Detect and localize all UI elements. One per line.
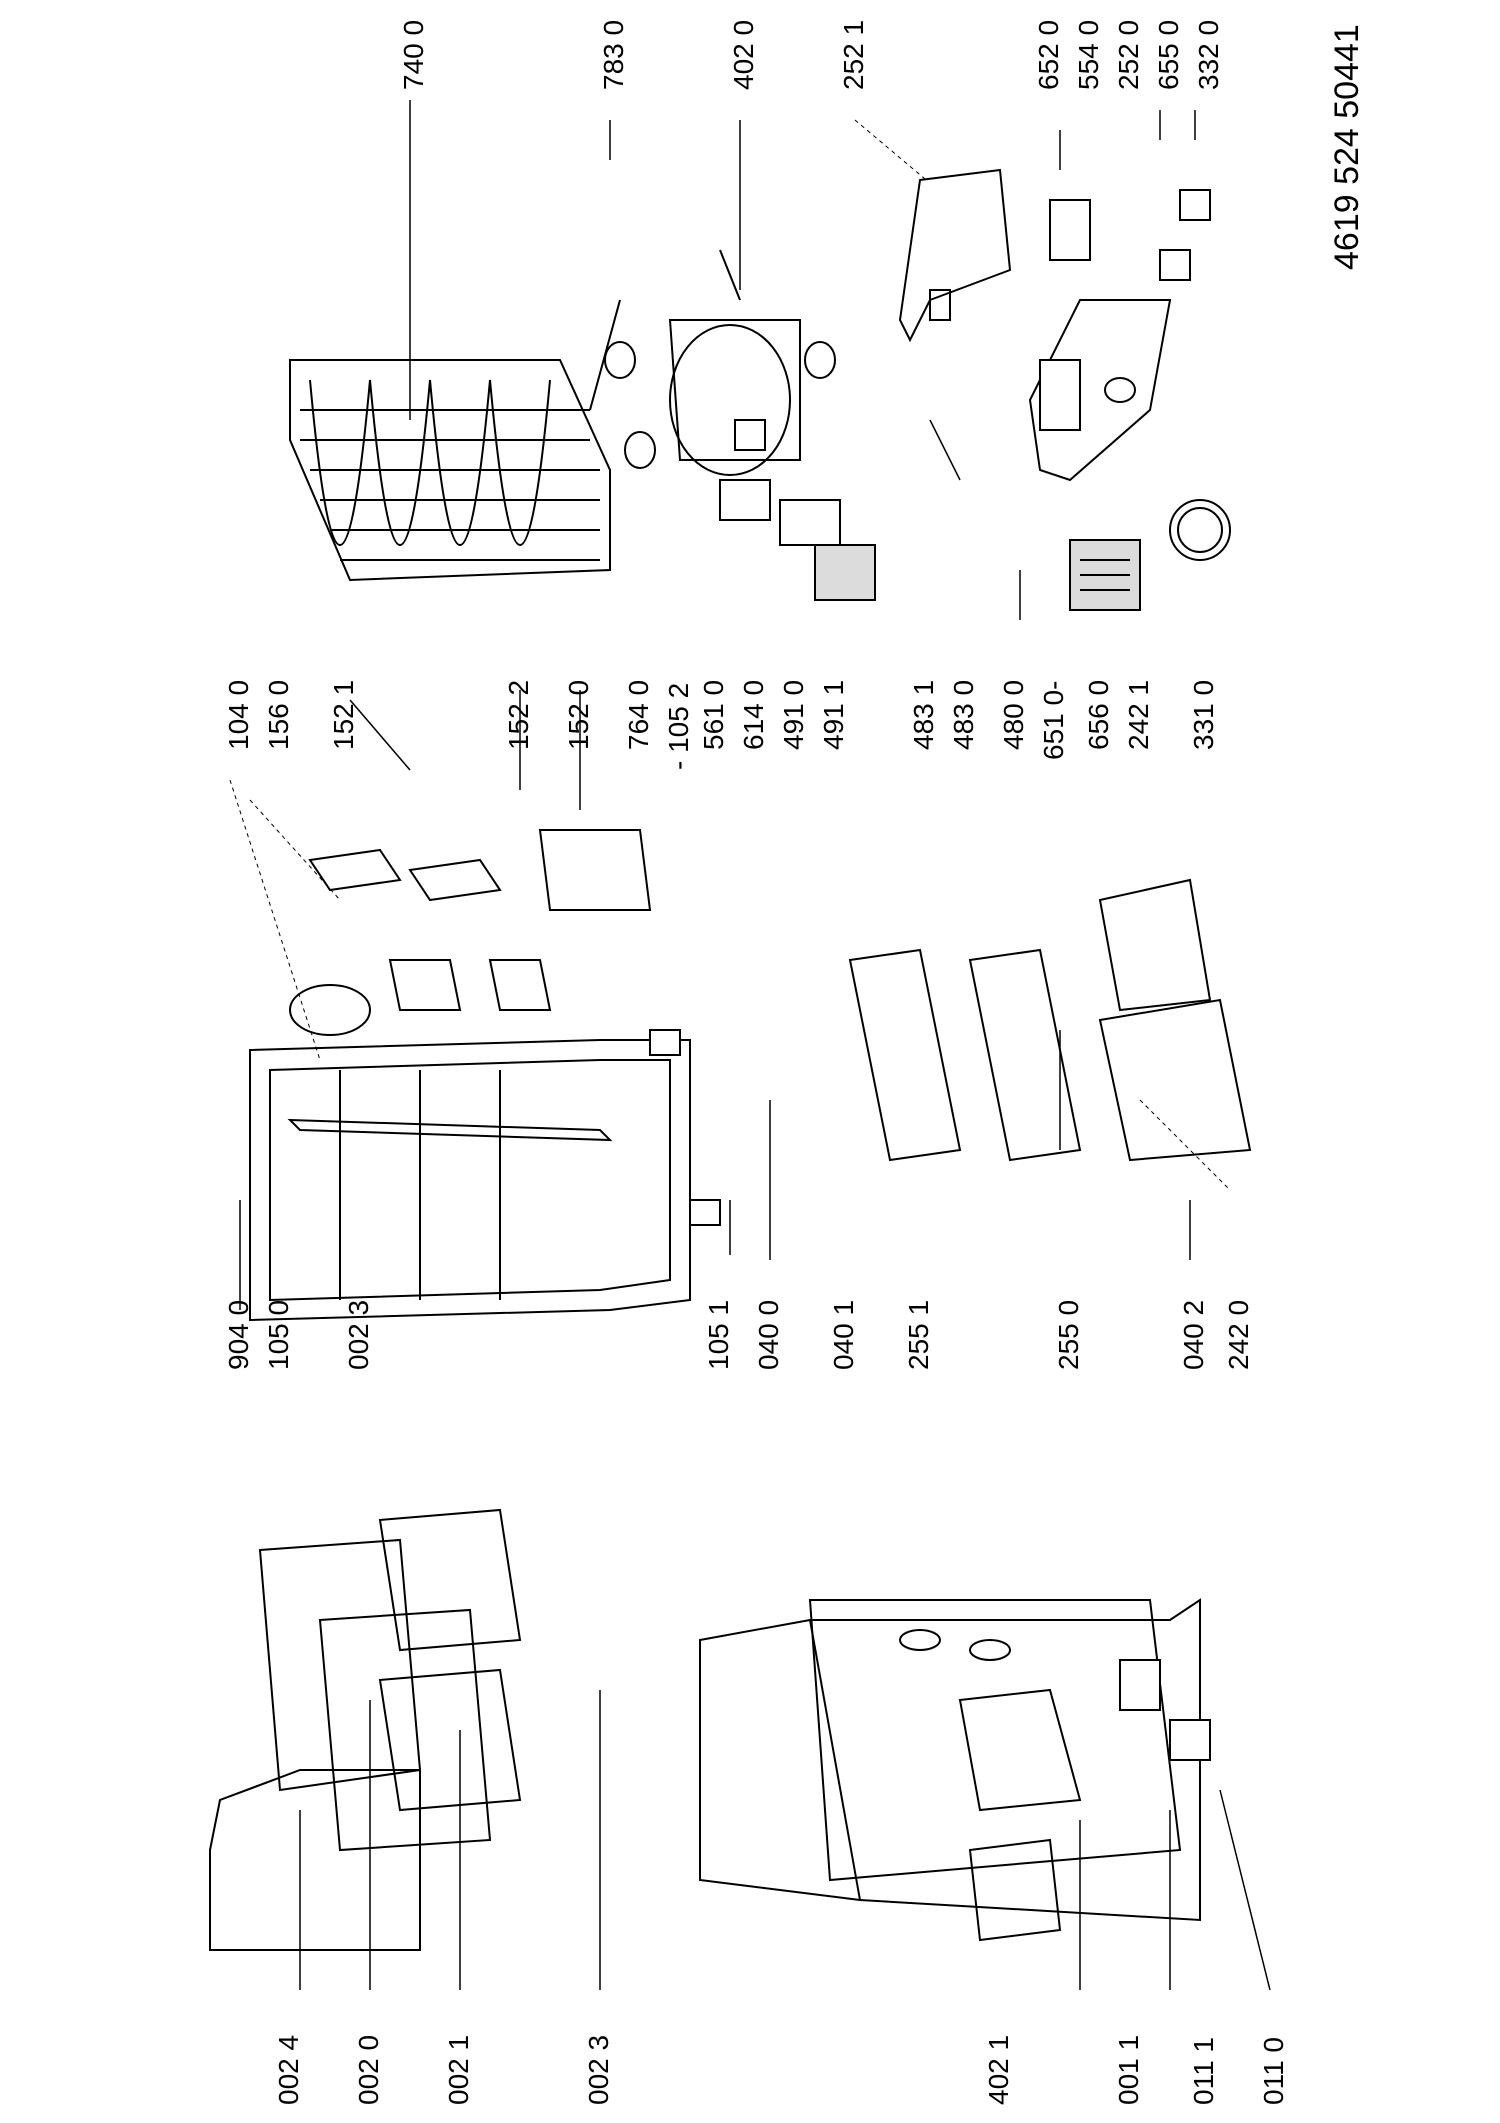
label-011-0: 011 0 [1258, 2037, 1289, 2105]
compressor [604, 249, 836, 476]
label-011-1: 011 1 [1188, 2037, 1219, 2105]
label-002-4: 002 4 [273, 2034, 304, 2105]
door-shelves [289, 829, 652, 1036]
label-332-0: 332 0 [1193, 19, 1224, 90]
label-491-0: 491 0 [778, 679, 809, 750]
starter-relay [719, 419, 876, 601]
label-483-1: 483 1 [908, 679, 939, 750]
label-652-0: 652 0 [1033, 19, 1064, 90]
glass-shelves [848, 948, 1082, 1162]
label-655-0: 655 0 [1153, 19, 1184, 90]
label-402-1: 402 1 [983, 2034, 1014, 2105]
label-040-2: 040 2 [1178, 1299, 1209, 1370]
label-740-0: 740 0 [398, 19, 429, 90]
label-040-1: 040 1 [828, 1299, 859, 1370]
label-331-0: 331 0 [1188, 679, 1219, 750]
label-614-0: 614 0 [738, 679, 769, 750]
label-002-0: 002 0 [353, 2034, 384, 2105]
label-105-2: - 105 2 [663, 682, 694, 770]
label-554-0: 554 0 [1073, 19, 1104, 90]
label-152-0: 152 0 [563, 679, 594, 750]
label-904-0: 904 0 [223, 1299, 254, 1370]
label-002-3-b: 002 3 [343, 1299, 374, 1370]
label-002-3: 002 3 [583, 2034, 614, 2105]
leader-lines [229, 100, 1271, 1991]
label-252-0: 252 0 [1113, 19, 1144, 90]
label-152-1: 152 1 [328, 679, 359, 750]
label-764-0: 764 0 [623, 679, 654, 750]
label-480-0: 480 0 [998, 679, 1029, 750]
crisper-drawers [1098, 878, 1252, 1162]
label-561-0: 561 0 [698, 679, 729, 750]
freezer-door-liner [249, 1029, 721, 1322]
label-656-0: 656 0 [1083, 679, 1114, 750]
label-242-0: 242 0 [1223, 1299, 1254, 1370]
label-104-0: 104 0 [223, 679, 254, 750]
label-040-0: 040 0 [753, 1299, 784, 1370]
condenser [289, 299, 621, 582]
label-002-1: 002 1 [443, 2034, 474, 2105]
terminal-cover [898, 168, 1012, 343]
document-code: 4619 524 50441 [1328, 24, 1366, 270]
control-housing [1028, 189, 1231, 611]
label-152-2: 152 2 [503, 679, 534, 750]
label-242-1: 242 1 [1123, 679, 1154, 750]
label-783-0: 783 0 [598, 19, 629, 90]
label-483-0: 483 0 [948, 679, 979, 750]
label-105-0: 105 0 [263, 1299, 294, 1370]
compressor-tray [968, 1838, 1062, 1942]
cabinet-body [699, 1598, 1211, 1922]
label-252-1: 252 1 [838, 19, 869, 90]
label-105-1: 105 1 [703, 1299, 734, 1370]
label-156-0: 156 0 [263, 679, 294, 750]
label-255-0: 255 0 [1053, 1299, 1084, 1370]
label-402-0: 402 0 [728, 19, 759, 90]
label-255-1: 255 1 [903, 1299, 934, 1370]
label-001-1: 001 1 [1113, 2034, 1144, 2105]
label-491-1: 491 1 [818, 679, 849, 750]
door-assembly [209, 1508, 522, 1951]
label-651-0: 651 0- [1038, 680, 1069, 760]
